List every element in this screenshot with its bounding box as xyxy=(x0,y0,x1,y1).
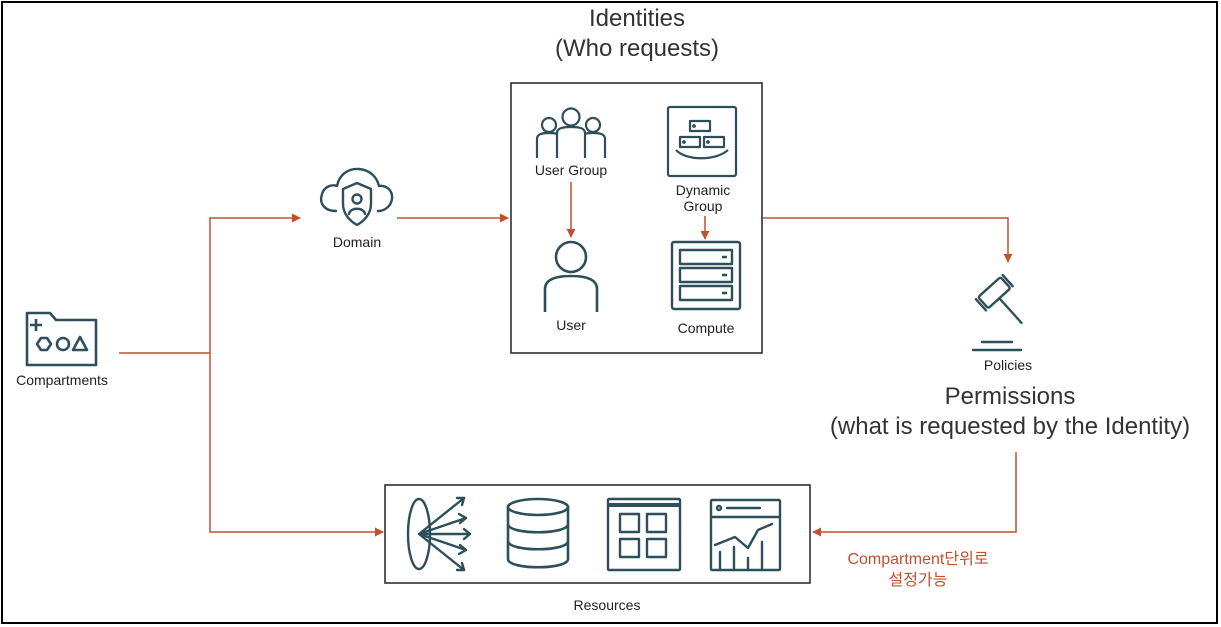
dynamic-group-label: Dynamic Group xyxy=(676,182,730,214)
compartment-note-line1: Compartment단위로 xyxy=(847,551,989,568)
arrow-to-domain xyxy=(209,213,301,353)
arrow-permissions-to-resources xyxy=(812,452,1017,537)
identities-box xyxy=(510,82,763,354)
server-stack-icon xyxy=(670,240,742,311)
analytics-chart-icon xyxy=(709,498,782,572)
identities-title: Identities xyxy=(588,5,686,32)
permissions-subtitle: (what is requested by the Identity) xyxy=(829,413,1191,440)
permissions-title: Permissions xyxy=(944,383,1076,410)
arrow-identities-to-policies xyxy=(763,217,1013,263)
compartments-label: Compartments xyxy=(16,372,108,388)
domain-label: Domain xyxy=(332,234,382,250)
folder-shapes-icon xyxy=(25,311,98,367)
identities-subtitle: (Who requests) xyxy=(554,35,720,62)
user-label: User xyxy=(556,317,586,333)
network-fan-icon xyxy=(406,496,472,572)
dynamic-group-icon xyxy=(666,105,738,178)
gavel-icon xyxy=(971,273,1023,352)
policies-label: Policies xyxy=(983,357,1033,373)
resources-label: Resources xyxy=(573,597,641,613)
user-group-icon xyxy=(535,107,607,158)
database-icon xyxy=(506,497,570,569)
resources-box xyxy=(384,484,811,584)
dynamic-group-label-line2: Group xyxy=(683,198,723,214)
arrow-to-resources xyxy=(209,353,384,537)
cloud-shield-user-icon xyxy=(320,167,394,227)
dynamic-group-label-line1: Dynamic xyxy=(675,182,731,198)
grid-window-icon xyxy=(606,497,682,572)
compartment-note-line2: 설정가능 xyxy=(888,572,948,589)
compute-label: Compute xyxy=(677,320,735,336)
user-group-label: User Group xyxy=(534,162,608,178)
user-icon xyxy=(543,240,599,312)
